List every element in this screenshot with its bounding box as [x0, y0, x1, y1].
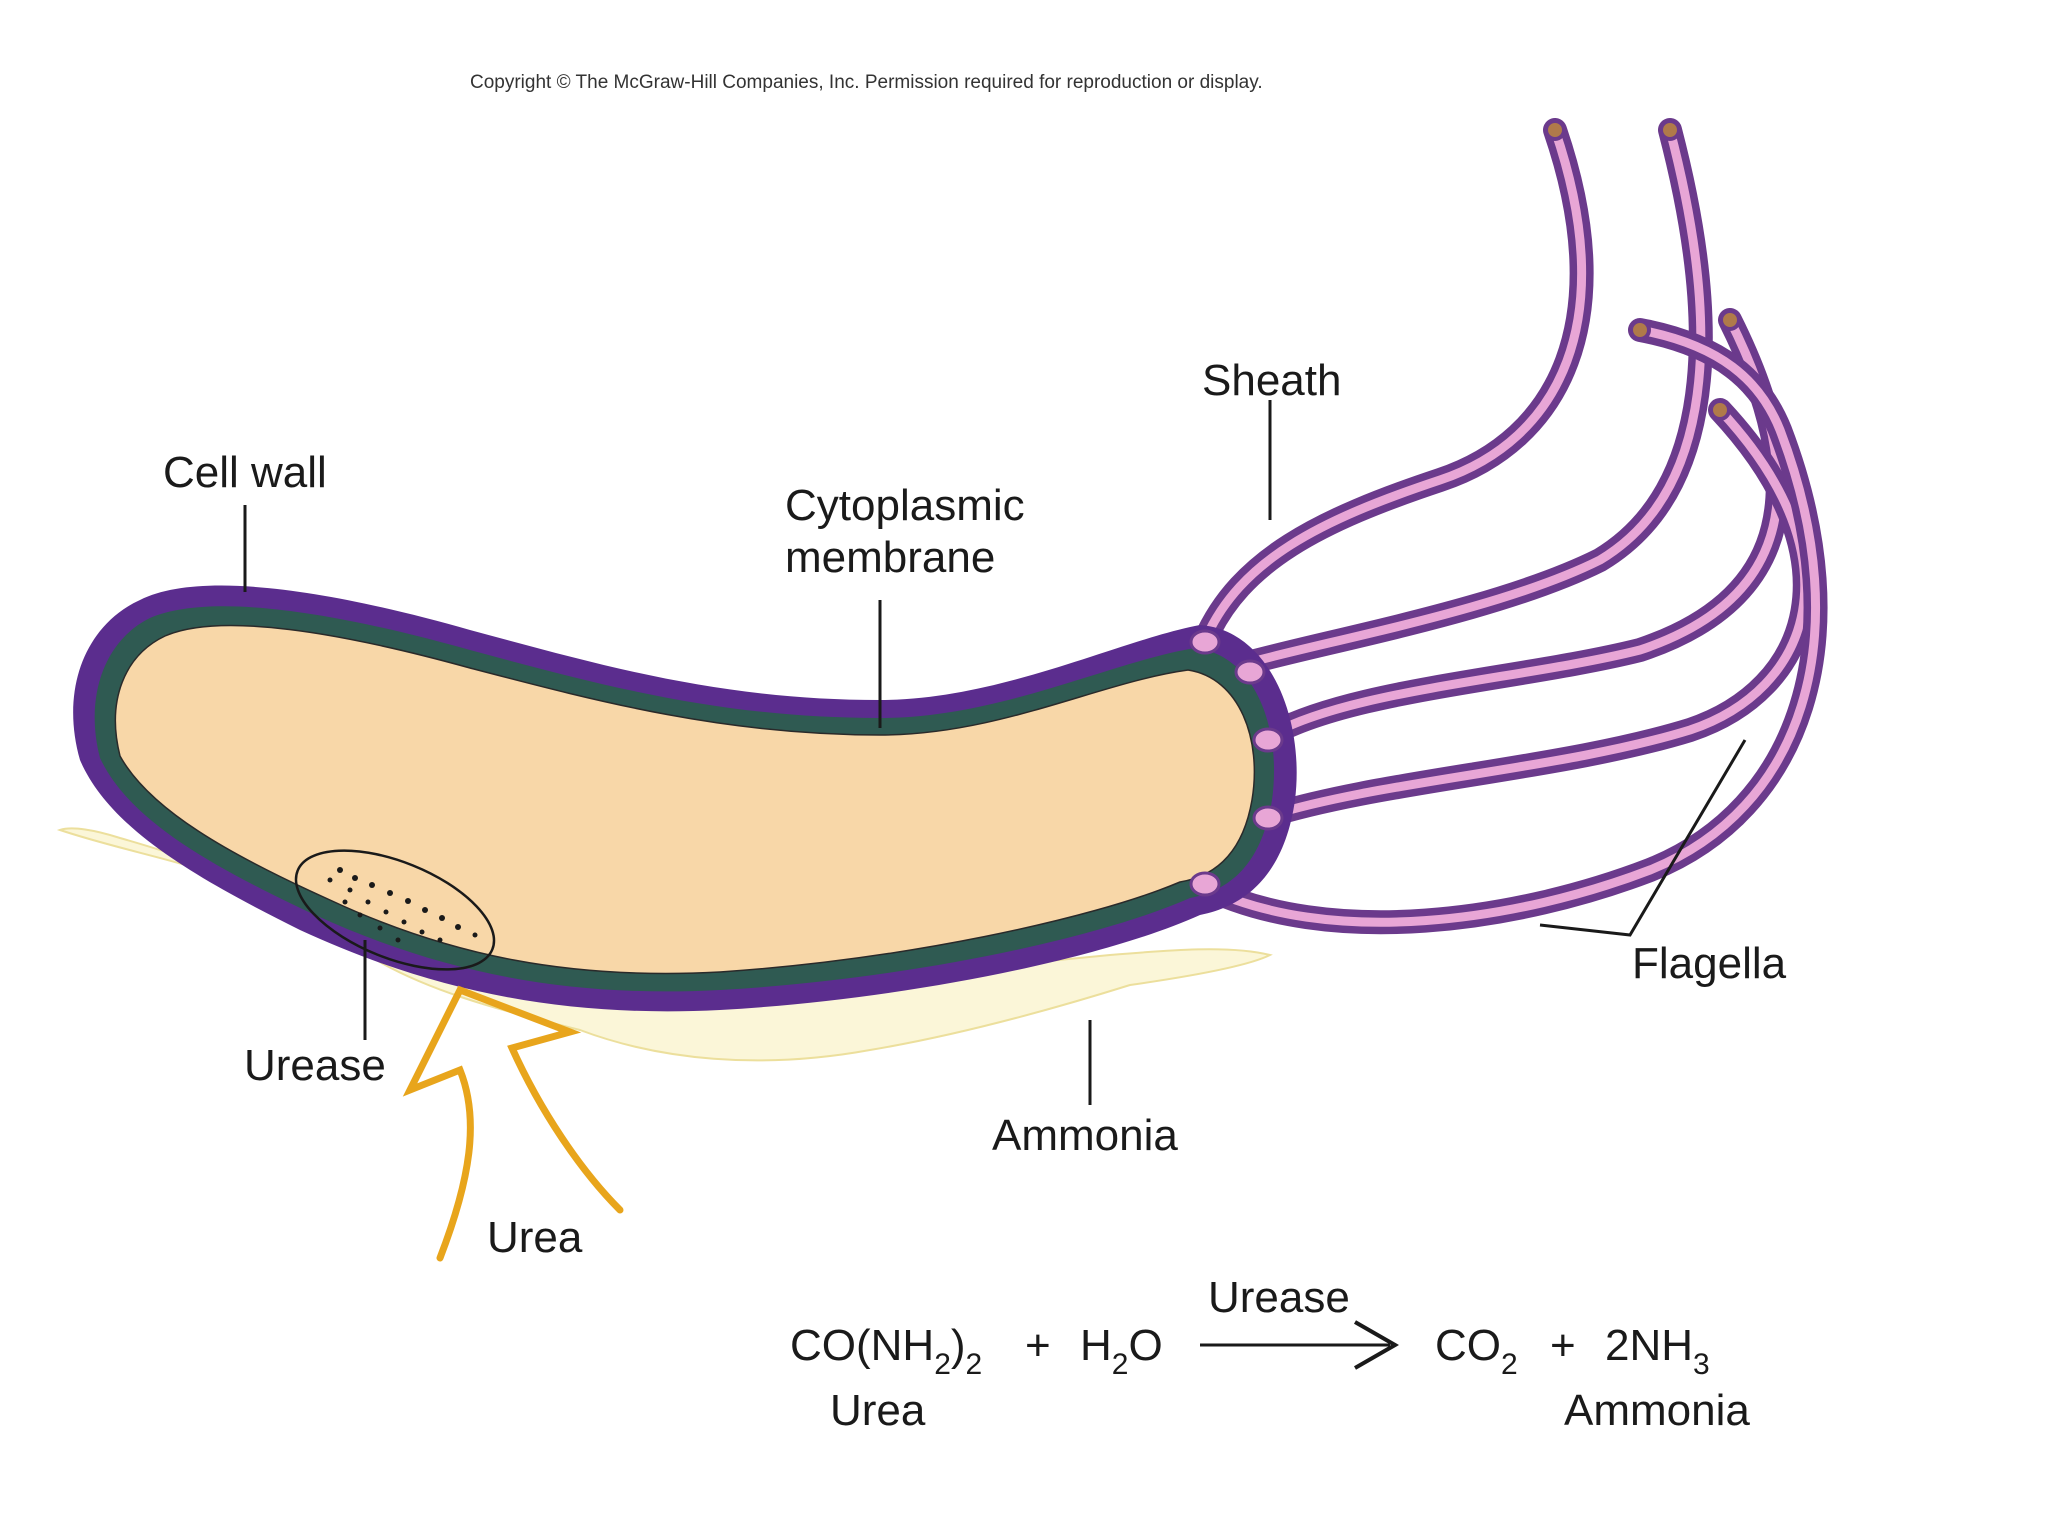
- cytoplasm: [114, 624, 1256, 975]
- sheath-label: Sheath: [1202, 356, 1341, 405]
- equation-product-name: Ammonia: [1564, 1386, 1750, 1435]
- urea-arrow: [402, 985, 624, 1262]
- flagella-label: Flagella: [1632, 939, 1787, 988]
- equation-reactant1: CO(NH2)2: [790, 1321, 982, 1381]
- urease-equation: CO(NH2)2 + H2O Urease CO2 + 2NH3 Urea Am…: [790, 1273, 1750, 1435]
- urease-region: [294, 849, 496, 971]
- equation-plus-1: +: [1025, 1321, 1051, 1370]
- ammonia-label: Ammonia: [992, 1111, 1178, 1160]
- equation-product1: CO2: [1435, 1321, 1518, 1381]
- equation-catalyst: Urease: [1208, 1273, 1350, 1322]
- equation-product2: 2NH3: [1605, 1321, 1710, 1381]
- cytoplasmic-label-line1: Cytoplasmic: [785, 481, 1025, 530]
- equation-reactant2: H2O: [1080, 1321, 1163, 1381]
- urea-label: Urea: [487, 1213, 583, 1262]
- flagella-bases: [1189, 629, 1284, 897]
- flagella-group: [1188, 118, 1828, 935]
- flagella-leader: [1539, 739, 1747, 937]
- equation-reactant-name: Urea: [830, 1386, 926, 1435]
- equation-plus-2: +: [1550, 1321, 1576, 1370]
- cell-wall-label: Cell wall: [163, 448, 327, 497]
- urease-label: Urease: [244, 1041, 386, 1090]
- copyright-notice: Copyright © The McGraw-Hill Companies, I…: [470, 72, 1263, 93]
- cytoplasmic-label-line2: membrane: [785, 533, 995, 582]
- reaction-arrow-head: [1354, 1320, 1400, 1370]
